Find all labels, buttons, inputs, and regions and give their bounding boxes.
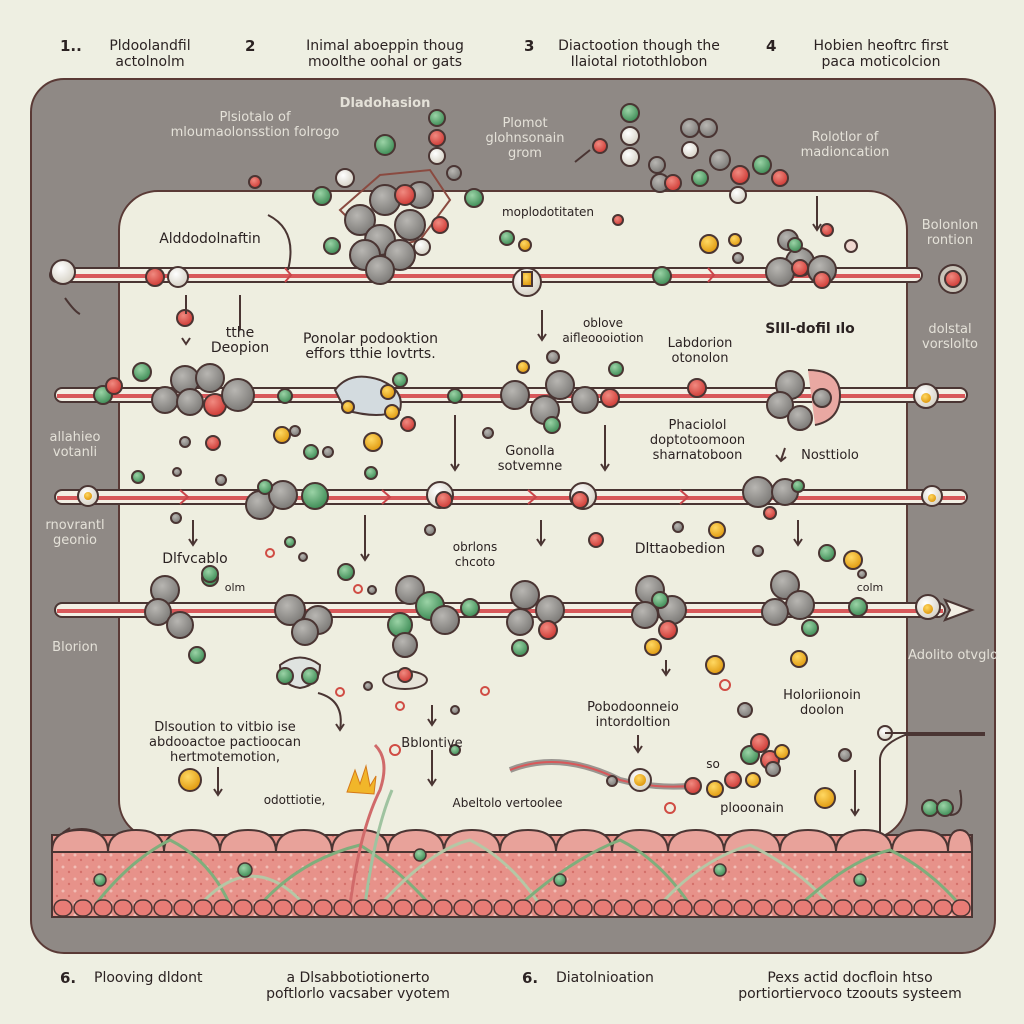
label-gonolla: Gonolla sotvemne — [497, 444, 563, 474]
step-text: Diatolnioation — [556, 970, 654, 986]
label-top-right: Rolotlor of madioncation — [800, 130, 890, 160]
vessel1-nodes — [50, 229, 968, 297]
label-colm: colm — [856, 581, 884, 594]
step-number: 6. — [522, 969, 539, 987]
step-number: 1.. — [60, 37, 82, 55]
scattered-particles — [131, 175, 867, 814]
capillary-strands — [93, 743, 962, 907]
step-text: Pldoolandfil actolnolm — [109, 38, 191, 70]
villi-tops — [50, 828, 974, 853]
header-step-1: 1.. Pldoolandfil actolnolm — [60, 38, 210, 70]
step-number: 6. — [60, 969, 77, 987]
tissue-green-nodes — [93, 848, 867, 887]
label-so: so — [706, 757, 720, 771]
header-step-3: 3 Diactootion though the Ilaiotal riotot… — [524, 38, 724, 70]
label-labdorion: Labdorion otonolon — [667, 336, 733, 366]
flow-arrowhead-icon — [942, 598, 975, 622]
footer-step-6b: 6. Diatolnioation — [522, 970, 702, 986]
label-holodonain: Holoriionoin doolon — [783, 688, 861, 718]
footer-step-6a: 6. Plooving dldont — [60, 970, 220, 986]
label-aldodolnaftin: Alddodolnaftin — [159, 231, 261, 247]
label-left-1: allahieo votanli — [49, 430, 101, 460]
label-right-2: dolstal vorslolto — [922, 322, 978, 352]
step-number: 4 — [766, 37, 777, 55]
flow-direction-chevrons — [179, 267, 716, 505]
vessel4-nodes — [144, 569, 941, 690]
label-left-2: rnovrantl geonio — [45, 518, 105, 548]
label-olm: olm — [224, 581, 246, 594]
label-silidofil: SlIl-dofil ılo — [765, 321, 855, 337]
label-oblove: oblove aifleoooiotion — [562, 316, 644, 345]
vessel2-nodes — [93, 360, 939, 434]
intestinal-tissue-band — [50, 743, 974, 918]
label-dlvcablo: Dlfvcablo — [162, 551, 228, 567]
step-text: Inimal aboeppin thoug moolthe oohal or g… — [306, 38, 464, 70]
label-obrlons: obrlons chcoto — [452, 540, 498, 569]
central-molecule-cluster — [312, 109, 484, 285]
step-text: Hobien heoftrc first paca moticolcion — [813, 38, 949, 70]
label-bbiontive: Bblontive — [401, 736, 463, 751]
step-text: Pexs actid docfloin htso portiortiervoco… — [738, 970, 962, 1002]
footer-step-5: a Dlsabbotiotionerto poftlorlo vacsaber … — [258, 970, 458, 1002]
label-nostiola: Nosttiolo — [801, 448, 859, 463]
tissue-cells — [53, 899, 971, 917]
label-popular: Ponolar podooktion effors tthie lovtrts. — [302, 331, 439, 362]
vessel-line-1 — [49, 267, 923, 283]
header-step-2: 2 Inimal aboeppin thoug moolthe oohal or… — [245, 38, 475, 70]
step-number: 2 — [245, 37, 256, 55]
label-odottiotie: odottiotie, — [263, 793, 326, 807]
label-top-center: Dladohasion — [339, 96, 431, 111]
label-moplodotitaten: moplodotitaten — [501, 205, 595, 219]
step-text: Plooving dldont — [94, 970, 203, 986]
label-right-1: Bolonlon rontion — [921, 218, 979, 248]
top-right-molecule-chain — [592, 103, 789, 204]
label-right-3: Adolito otvglo — [908, 648, 998, 663]
label-top-mid: Plomot glohnsonain grom — [485, 116, 565, 161]
label-top-left: Plsiotalo of mloumaolonsstion folrogo — [170, 110, 340, 140]
step-text: Diactootion though the Ilaiotal riotothl… — [558, 38, 720, 70]
label-dlitaobedion: Dlttaobedion — [634, 541, 726, 557]
vessel-line-3 — [54, 489, 968, 505]
lower-molecules — [178, 702, 985, 817]
header-step-4: 4 Hobien heoftrc first paca moticolcion — [766, 38, 966, 70]
vessel3-nodes — [77, 476, 943, 520]
label-deopion: tthe Deopion — [210, 325, 270, 356]
label-dlsoution: Dlsoution to vitbio ise abdooactoe pacti… — [148, 720, 301, 765]
label-abeltolo: Abeltolo vertoolee — [452, 796, 563, 810]
label-left-3: Blorion — [52, 640, 98, 655]
label-pobodoonneio: Pobodoonneio intordoltion — [587, 700, 679, 730]
label-phaciolol: Phaciolol doptotoomoon sharnatoboon — [649, 418, 746, 463]
footer-step-7: Pexs actid docfloin htso portiortiervoco… — [730, 970, 970, 1002]
label-plooonain: plooonain — [720, 801, 784, 816]
reaction-spark-icon — [346, 764, 377, 795]
step-text: a Dlsabbotiotionerto poftlorlo vacsaber … — [266, 970, 450, 1002]
step-number: 3 — [524, 37, 535, 55]
